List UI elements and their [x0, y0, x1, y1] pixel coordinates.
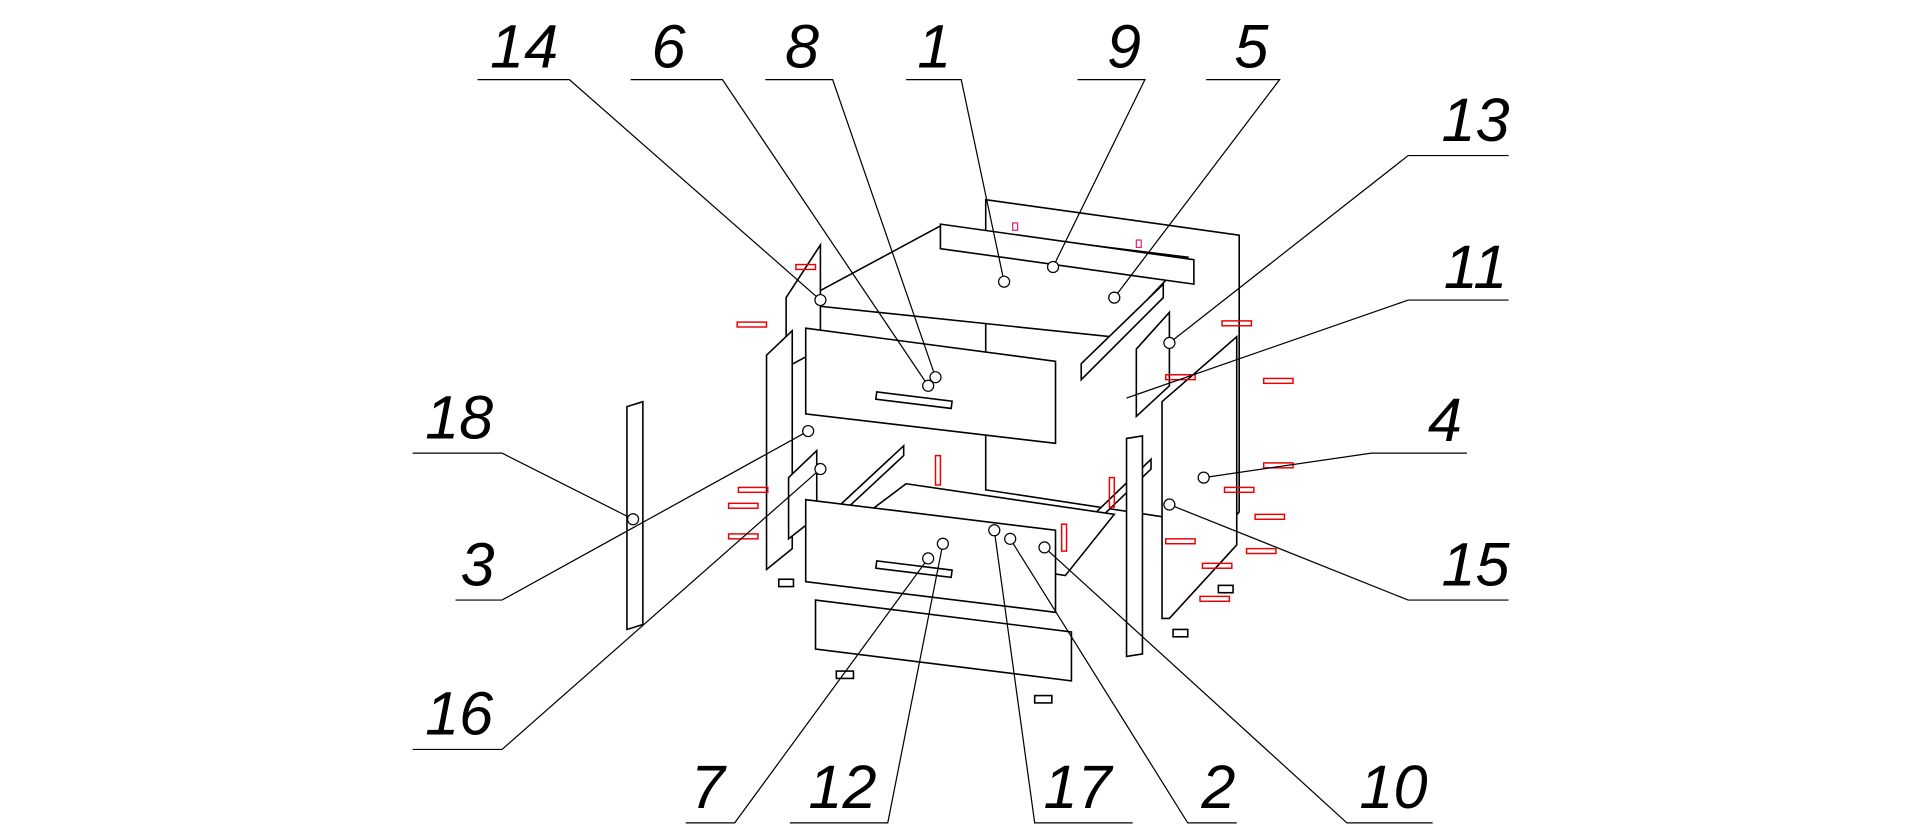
- svg-text:18: 18: [425, 383, 493, 451]
- lower-handle: [874, 559, 953, 579]
- callout-15: 15: [1163, 498, 1511, 601]
- callout-11: 11: [1126, 233, 1509, 399]
- right-upper-strip: [1135, 310, 1171, 419]
- right-post: [1125, 435, 1144, 658]
- svg-text:3: 3: [461, 530, 495, 598]
- callout-5: 5: [1108, 12, 1281, 304]
- callout-10: 10: [1038, 541, 1433, 824]
- callout-2: 2: [1004, 532, 1237, 824]
- foot: [777, 578, 795, 588]
- callout-7: 7: [685, 552, 935, 824]
- svg-text:1: 1: [917, 12, 951, 80]
- plinth: [814, 599, 1073, 682]
- svg-text:17: 17: [1043, 753, 1113, 821]
- callout-16: 16: [412, 462, 827, 751]
- callout-3: 3: [455, 424, 815, 601]
- svg-text:15: 15: [1441, 530, 1510, 598]
- svg-text:10: 10: [1359, 753, 1427, 821]
- foot: [835, 670, 855, 680]
- upper-handle: [874, 391, 953, 410]
- svg-text:7: 7: [691, 753, 727, 821]
- foot: [1172, 628, 1189, 638]
- svg-text:9: 9: [1107, 12, 1141, 80]
- callout-12: 12: [789, 537, 949, 824]
- top-back-rail: [939, 223, 1195, 286]
- svg-text:16: 16: [425, 680, 494, 748]
- svg-text:11: 11: [1444, 233, 1508, 301]
- callout-9: 9: [1046, 12, 1146, 274]
- foot: [1033, 694, 1053, 704]
- left-side-panel: [765, 328, 794, 572]
- svg-text:2: 2: [1200, 753, 1235, 821]
- cabinet-parts: [626, 198, 1294, 704]
- svg-text:13: 13: [1441, 86, 1509, 154]
- callout-8: 8: [765, 12, 942, 384]
- foot: [1217, 584, 1234, 594]
- svg-text:8: 8: [785, 12, 819, 80]
- svg-text:4: 4: [1428, 386, 1462, 454]
- svg-text:6: 6: [652, 12, 687, 80]
- callout-1: 1: [906, 12, 1011, 288]
- callout-4: 4: [1197, 386, 1467, 484]
- svg-text:12: 12: [808, 753, 876, 821]
- svg-text:5: 5: [1234, 12, 1269, 80]
- right-upper-rail: [1080, 282, 1165, 382]
- callout-17: 17: [988, 524, 1133, 824]
- callout-18: 18: [412, 383, 640, 526]
- callout-6: 6: [630, 12, 935, 392]
- callout-13: 13: [1163, 86, 1510, 350]
- callout-14: 14: [477, 12, 827, 307]
- svg-text:14: 14: [490, 12, 558, 80]
- hardware-screws: [727, 222, 1294, 603]
